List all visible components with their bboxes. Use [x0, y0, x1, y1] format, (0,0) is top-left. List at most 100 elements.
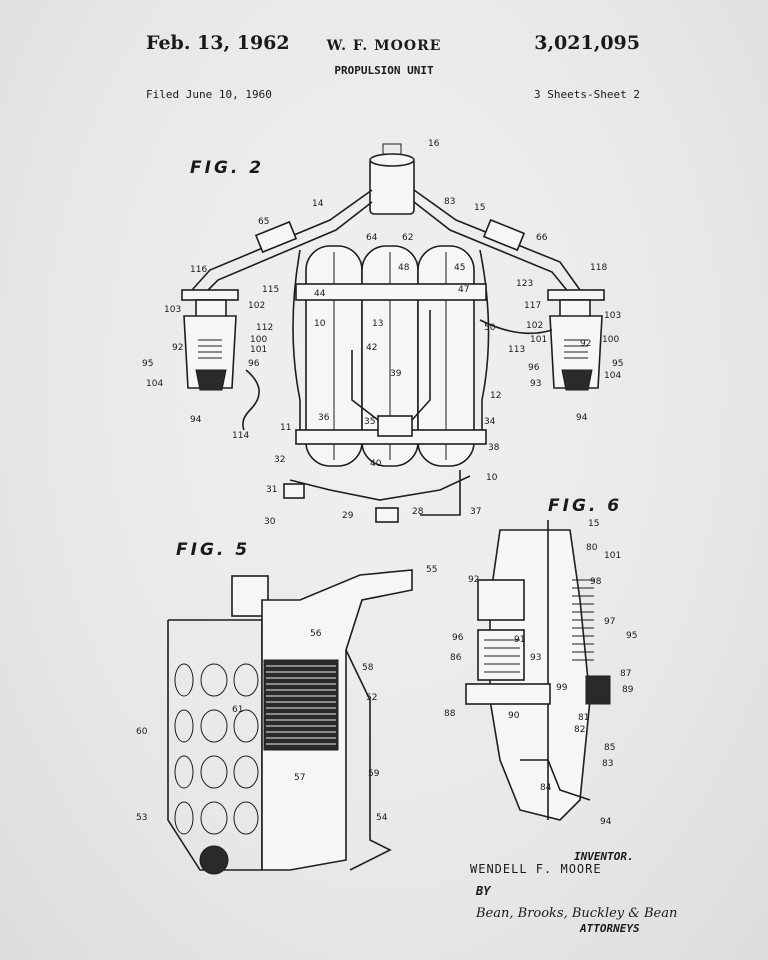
ref-num: 87: [620, 669, 631, 679]
ref-num: 96: [452, 633, 464, 643]
ref-num: 10: [314, 319, 326, 329]
ref-num: 116: [190, 265, 207, 275]
ref-num: 65: [258, 217, 269, 227]
ref-num: 60: [136, 727, 148, 737]
ref-num: 52: [366, 693, 377, 703]
attorneys-label: ATTORNEYS: [580, 922, 640, 935]
ref-num: 96: [248, 359, 260, 369]
ref-num: 54: [376, 813, 388, 823]
ref-num: 48: [398, 263, 410, 273]
ref-num: 94: [576, 413, 588, 423]
ref-num: 98: [590, 577, 602, 587]
ref-num: 53: [136, 813, 147, 823]
ref-num: 34: [484, 417, 496, 427]
fig2-drawing: [182, 144, 604, 522]
ref-num: 30: [264, 517, 276, 527]
fig5-drawing: [168, 570, 412, 874]
ref-num: 11: [280, 423, 291, 433]
ref-num: 92: [580, 339, 591, 349]
ref-num: 83: [602, 759, 613, 769]
ref-num: 94: [190, 415, 202, 425]
ref-num: 55: [426, 565, 437, 575]
ref-num: 32: [274, 455, 285, 465]
ref-num: 64: [366, 233, 378, 243]
ref-num: 117: [524, 301, 541, 311]
ref-num: 14: [312, 199, 324, 209]
ref-num: 86: [450, 653, 462, 663]
ref-num: 101: [530, 335, 547, 345]
ref-num: 80: [586, 543, 598, 553]
ref-num: 114: [232, 431, 249, 441]
ref-num: 123: [516, 279, 533, 289]
ref-num: 115: [262, 285, 279, 295]
ref-num: 31: [266, 485, 277, 495]
ref-num: 16: [428, 139, 440, 149]
ref-num: 28: [412, 507, 424, 517]
ref-num: 45: [454, 263, 465, 273]
ref-num: 44: [314, 289, 326, 299]
ref-num: 66: [536, 233, 548, 243]
ref-num: 35: [364, 417, 375, 427]
ref-num: 36: [318, 413, 330, 423]
ref-num: 40: [370, 459, 382, 469]
ref-num: 12: [490, 391, 501, 401]
by-label: BY: [476, 884, 490, 898]
ref-num: 84: [540, 783, 552, 793]
ref-num: 29: [342, 511, 354, 521]
ref-num: 47: [458, 285, 469, 295]
ref-num: 13: [372, 319, 383, 329]
ref-num: 101: [604, 551, 621, 561]
figure-2-label: FIG. 2: [190, 158, 264, 178]
ref-num: 95: [612, 359, 623, 369]
ref-num: 93: [530, 379, 541, 389]
ref-num: 102: [248, 301, 265, 311]
ref-num: 58: [362, 663, 374, 673]
figure-5-label: FIG. 5: [176, 540, 250, 560]
ref-num: 92: [468, 575, 479, 585]
ref-num: 56: [310, 629, 322, 639]
ref-num: 89: [622, 685, 634, 695]
ref-num: 103: [604, 311, 621, 321]
ref-num: 103: [164, 305, 181, 315]
ref-num: 15: [474, 203, 485, 213]
ref-num: 61: [232, 705, 243, 715]
ref-num: 95: [142, 359, 153, 369]
ref-num: 10: [486, 473, 498, 483]
attorneys-signature: Bean, Brooks, Buckley & Bean: [476, 906, 677, 921]
ref-num: 90: [508, 711, 520, 721]
ref-num: 62: [402, 233, 413, 243]
ref-num: 101: [250, 345, 267, 355]
ref-num: 85: [604, 743, 615, 753]
ref-num: 118: [590, 263, 607, 273]
ref-num: 93: [530, 653, 541, 663]
ref-num: 57: [294, 773, 305, 783]
ref-num: 81: [578, 713, 589, 723]
ref-num: 96: [528, 363, 540, 373]
ref-num: 104: [146, 379, 163, 389]
ref-num: 39: [390, 369, 402, 379]
ref-num: 42: [366, 343, 377, 353]
ref-num: 88: [444, 709, 456, 719]
ref-num: 15: [588, 519, 599, 529]
ref-num: 83: [444, 197, 455, 207]
ref-num: 82: [574, 725, 585, 735]
ref-num: 59: [368, 769, 380, 779]
ref-num: 38: [488, 443, 500, 453]
inventor-full-name: WENDELL F. MOORE: [470, 862, 602, 876]
ref-num: 91: [514, 635, 525, 645]
ref-num: 37: [470, 507, 481, 517]
ref-num: 50: [484, 323, 496, 333]
ref-num: 94: [600, 817, 612, 827]
ref-num: 95: [626, 631, 637, 641]
ref-num: 100: [250, 335, 267, 345]
ref-num: 112: [256, 323, 273, 333]
ref-num: 104: [604, 371, 621, 381]
ref-num: 99: [556, 683, 568, 693]
ref-num: 100: [602, 335, 619, 345]
ref-num: 102: [526, 321, 543, 331]
ref-num: 113: [508, 345, 525, 355]
figure-6-label: FIG. 6: [548, 496, 622, 516]
fig6-drawing: [466, 520, 610, 820]
